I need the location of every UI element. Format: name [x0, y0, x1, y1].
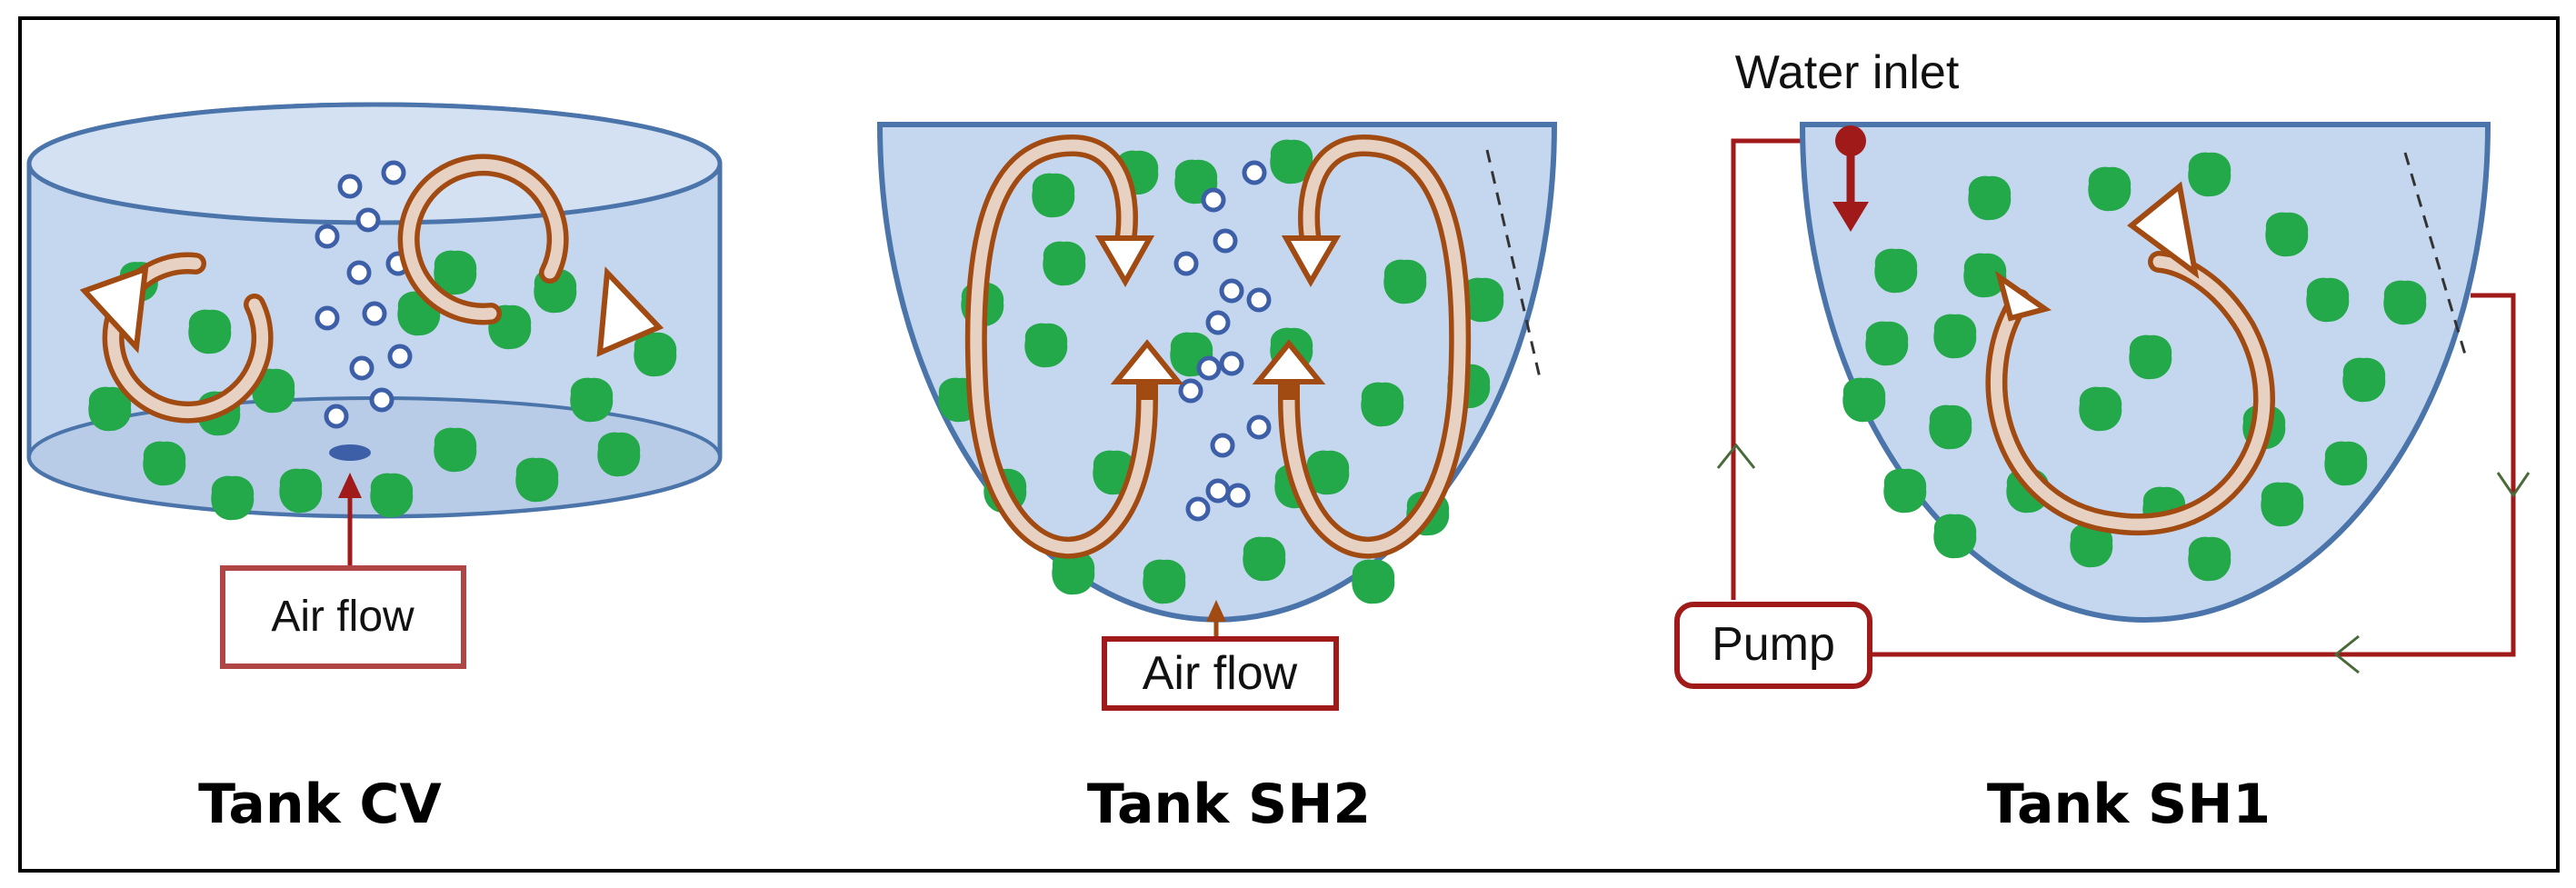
flow-direction-chevrons	[1716, 443, 2531, 674]
pump-box	[1674, 602, 1872, 689]
tank-sh2-airflow-box	[1102, 636, 1339, 711]
air-bubble	[1208, 481, 1228, 501]
water-inlet-nozzle	[1835, 125, 1866, 156]
bead	[515, 457, 559, 503]
bead	[2188, 152, 2232, 197]
air-bubble	[372, 390, 392, 410]
bead	[597, 432, 641, 477]
air-bubble	[1244, 163, 1264, 183]
air-bubble	[358, 210, 378, 230]
bead	[1143, 559, 1186, 604]
tank-cv-airflow-box	[220, 565, 466, 669]
bead	[279, 468, 323, 514]
water-inlet-label: Water inlet	[1735, 46, 1960, 99]
tank-sh1-dashed-line	[2403, 152, 2467, 355]
air-bubble	[364, 304, 384, 324]
tank-cv-left-circulation-arrow	[79, 252, 274, 424]
air-bubble	[1208, 313, 1228, 333]
bead	[434, 427, 477, 473]
bead	[1383, 259, 1427, 304]
tank-sh2-right-circulation-arrow	[1252, 134, 1472, 559]
tank-cv: Air flow Tank CV	[26, 102, 723, 836]
tank-cv-title: Tank CV	[198, 773, 442, 836]
air-bubble	[1181, 381, 1201, 401]
bead	[634, 332, 677, 377]
bead	[2265, 212, 2309, 257]
tank-sh2-airflow-label: Air flow	[1143, 647, 1298, 700]
bead	[1933, 514, 1977, 559]
air-bubble	[1249, 290, 1269, 310]
air-bubble	[1203, 190, 1223, 210]
bead	[211, 475, 255, 521]
bead	[1352, 559, 1395, 604]
bead	[1968, 175, 2012, 221]
tank-sh2-dashed-line	[1485, 149, 1543, 383]
bead	[1874, 248, 1918, 294]
air-bubble	[1249, 417, 1269, 437]
air-bubble	[349, 263, 369, 283]
air-bubble	[326, 406, 346, 426]
bead	[370, 473, 414, 518]
bead	[2079, 386, 2122, 432]
air-bubble	[1176, 254, 1196, 274]
tank-cv-top-rim	[26, 102, 723, 225]
air-bubble	[390, 346, 410, 366]
air-bubble	[1222, 354, 1242, 374]
bead	[1929, 404, 1972, 450]
bead	[570, 377, 614, 423]
bead	[2088, 166, 2132, 212]
bead	[2324, 441, 2368, 486]
air-bubble	[340, 176, 360, 196]
bead	[2306, 277, 2350, 323]
bead	[1883, 468, 1927, 514]
air-bubble	[1199, 358, 1219, 378]
bead	[1243, 536, 1286, 582]
tank-sh2-title: Tank SH2	[1087, 773, 1371, 836]
bead	[1032, 173, 1075, 218]
tank-sh2: Air flow Tank SH2	[876, 122, 1558, 836]
air-bubble	[1213, 435, 1233, 455]
bead	[2188, 536, 2232, 582]
bead	[2342, 357, 2386, 403]
pump-label: Pump	[1712, 618, 1835, 671]
bead	[2261, 482, 2304, 527]
bead	[1043, 241, 1086, 286]
bead	[1933, 314, 1977, 359]
tank-sh1-circulation-arrow	[1985, 181, 2275, 535]
air-bubble	[352, 358, 372, 378]
tank-sh1: Water inlet Pump Tank SH1	[1674, 46, 2531, 836]
tank-cv-right-circulation-arrow	[397, 154, 664, 357]
air-bubble	[1215, 231, 1235, 251]
air-bubble	[1222, 281, 1242, 301]
air-bubble	[317, 226, 337, 246]
bead	[2383, 280, 2427, 325]
tank-sh2-left-circulation-arrow	[964, 134, 1184, 559]
air-bubble	[384, 163, 404, 183]
tank-sh1-title: Tank SH1	[1987, 773, 2271, 836]
air-bubble	[1188, 499, 1208, 519]
bead	[1024, 323, 1068, 368]
air-bubble	[317, 308, 337, 328]
bead	[1865, 321, 1909, 366]
air-bubble	[1228, 485, 1248, 505]
air-inlet-nozzle	[329, 444, 371, 461]
water-inlet-arrow-head	[1832, 202, 1869, 232]
bead	[1842, 377, 1886, 423]
tank-cv-airflow-label: Air flow	[271, 593, 414, 641]
bead	[143, 441, 186, 486]
bead	[2129, 334, 2172, 380]
bead	[1361, 382, 1404, 427]
bead	[188, 309, 232, 354]
